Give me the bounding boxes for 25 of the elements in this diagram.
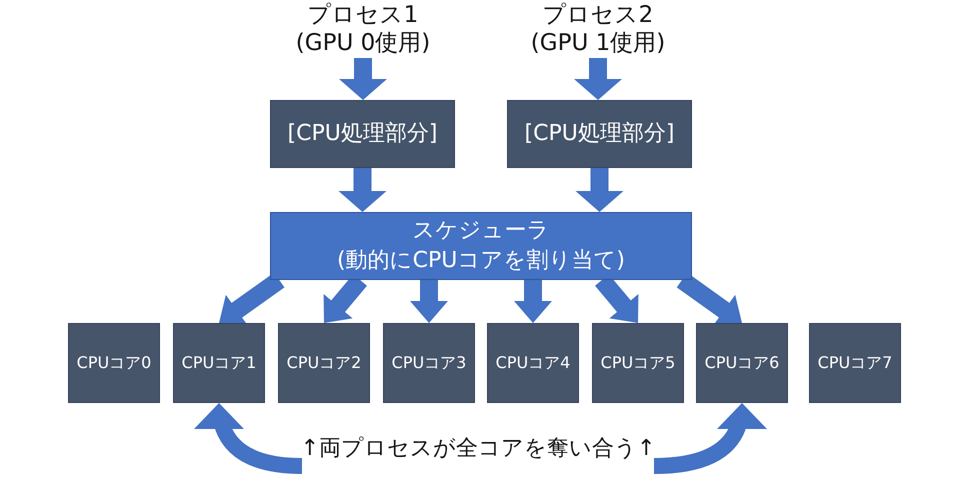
cpu-core-box: CPUコア7 <box>809 323 901 403</box>
scheduler-box <box>270 212 692 280</box>
process-name: プロセス1 <box>308 1 418 29</box>
cpu-core-box: CPUコア5 <box>592 323 684 403</box>
cpu-core-box: CPUコア2 <box>278 323 370 403</box>
note-text: ↑両プロセスが全コアを奪い合う↑ <box>292 432 664 466</box>
process-note: (GPU 0使用) <box>296 29 430 57</box>
curved-arrow <box>654 402 766 474</box>
cpu-core-box: CPUコア3 <box>383 323 475 403</box>
cpu-core-box: CPUコア1 <box>173 323 265 403</box>
process-name: プロセス2 <box>542 1 654 29</box>
process-note: (GPU 1使用) <box>530 29 666 57</box>
curved-arrow <box>196 402 302 474</box>
arrow <box>576 168 624 212</box>
scheduler-title: スケジューラ <box>412 217 550 245</box>
cpu-core-box: CPUコア4 <box>487 323 579 403</box>
arrow <box>338 168 386 212</box>
scheduler-note: (動的にCPUコアを割り当て) <box>337 247 625 275</box>
arrow <box>574 58 622 100</box>
cpu-core-box: CPUコア0 <box>68 323 160 403</box>
arrow <box>339 58 387 100</box>
process-box: [CPU処理部分] <box>270 100 455 168</box>
process-box: [CPU処理部分] <box>507 100 692 168</box>
arrow <box>514 280 552 323</box>
cpu-core-box: CPUコア6 <box>696 323 788 403</box>
